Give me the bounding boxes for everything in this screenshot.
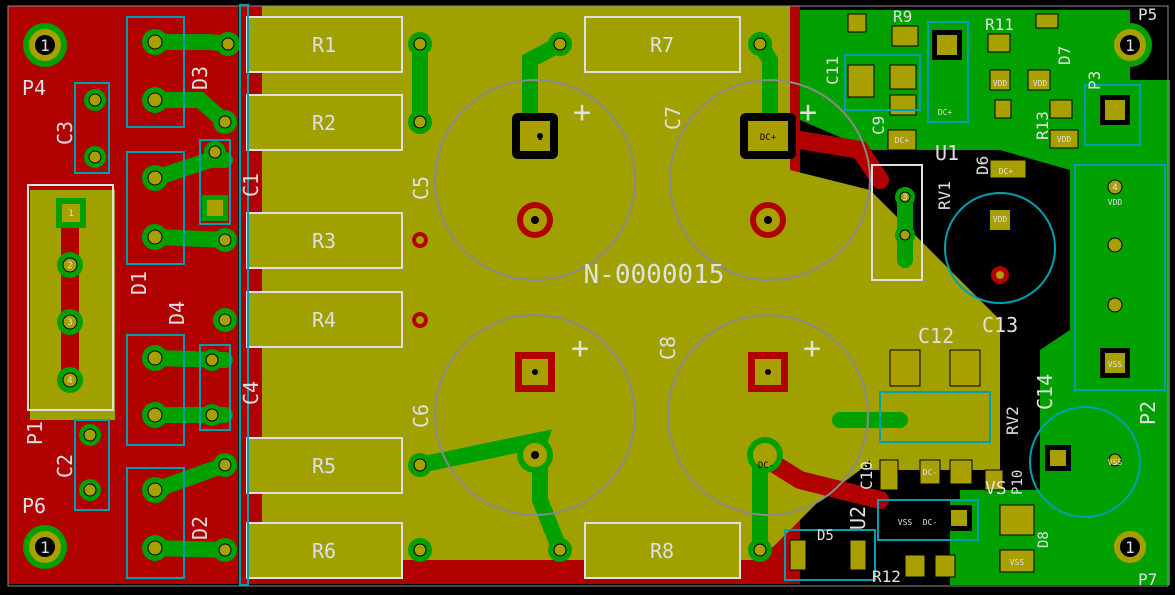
pad-C5-1: 1: [537, 133, 542, 143]
label-C13: C13: [982, 313, 1018, 337]
label-D2: D2: [188, 516, 212, 540]
label-P7: P7: [1138, 570, 1157, 589]
label-C5: C5: [409, 176, 433, 200]
label-P6: P6: [22, 494, 46, 518]
pad-net-vdd: VDD: [1057, 135, 1072, 144]
label-R12: R12: [872, 567, 901, 586]
pad-num: 2: [67, 261, 72, 271]
hole-P5-num: 1: [1125, 36, 1135, 55]
pad-net-vdd: VDD: [993, 215, 1008, 224]
pad-num: 3: [67, 318, 72, 328]
front-copper-zone-right: [800, 10, 1170, 585]
mounting-holes: [23, 23, 1152, 569]
label-D8: D8: [1036, 531, 1052, 548]
label-C8: C8: [656, 336, 680, 360]
label-C11: C11: [823, 56, 842, 85]
label-C3: C3: [53, 121, 77, 145]
label-P5: P5: [1138, 5, 1157, 24]
label-R5: R5: [312, 454, 336, 478]
pad-net-dcp: DC+: [999, 167, 1014, 176]
smd-pads: [789, 13, 1079, 578]
label-R6: R6: [312, 539, 336, 563]
pad-net-vdd: VDD: [993, 79, 1008, 88]
label-P4: P4: [22, 76, 46, 100]
label-D5: D5: [817, 528, 834, 544]
hole-P6-num: 1: [40, 538, 50, 557]
label-D1: D1: [127, 271, 151, 295]
reference-labels: R1 R2 R3 R4 R5 R6 R7 R8 P4 P6 P5 P7 C12 …: [22, 5, 1157, 589]
label-R11: R11: [985, 15, 1014, 34]
label-R2: R2: [312, 111, 336, 135]
hole-P7-num: 1: [1125, 538, 1135, 557]
capacitor-C8: DC- +: [667, 314, 869, 516]
pad-net-dcm: DC-: [923, 468, 937, 477]
pad-num: 1: [68, 209, 73, 219]
pad-net-dcp: DC+: [938, 108, 953, 117]
label-P2: P2: [1136, 401, 1160, 425]
pad-num: 3: [902, 193, 907, 203]
capacitor-C6-plus: +: [571, 331, 589, 366]
label-C12: C12: [918, 324, 954, 348]
label-C14: C14: [1033, 374, 1057, 410]
pad-num: 4: [1112, 183, 1117, 193]
pad-numbers: 2 3 4 1 4 3: [67, 183, 1117, 386]
pad-C8-dcm: DC-: [758, 461, 774, 471]
label-R9: R9: [893, 7, 912, 26]
label-D3: D3: [188, 66, 212, 90]
label-C1: C1: [239, 173, 263, 197]
pad-net-vdd: VDD: [1108, 198, 1123, 207]
label-C2: C2: [53, 454, 77, 478]
hole-P4-num: 1: [40, 36, 50, 55]
label-R7: R7: [650, 33, 674, 57]
label-P10: P10: [1010, 470, 1026, 495]
label-R13: R13: [1033, 111, 1052, 140]
fill-zone-main: [262, 6, 1000, 560]
pad-C7-dcp: DC+: [760, 133, 777, 143]
pad-net-dcp: DC+: [895, 136, 910, 145]
label-R1: R1: [312, 33, 336, 57]
pad-net-vss: VSS: [1108, 458, 1123, 467]
pad-num: 4: [67, 376, 72, 386]
label-R3: R3: [312, 229, 336, 253]
label-RV1: RV1: [935, 181, 954, 210]
pad-net-dcm: DC-: [923, 518, 937, 527]
label-C4: C4: [239, 381, 263, 405]
label-P1: P1: [23, 421, 47, 445]
hole-numbers: 1 1 1 1: [40, 36, 1135, 557]
capacitor-C5: 1 +: [434, 79, 636, 281]
label-RV2: RV2: [1003, 406, 1022, 435]
label-R8: R8: [650, 539, 674, 563]
label-P3: P3: [1085, 71, 1104, 90]
smd-net-labels: VDD VDD VDD VDD VDD VSS VSS VSS VSS DC+ …: [895, 79, 1123, 567]
fill-zone-lower-right: [870, 420, 1000, 470]
label-R4: R4: [312, 308, 336, 332]
label-VS: VS: [985, 478, 1007, 499]
label-D6: D6: [973, 156, 992, 175]
label-C7: C7: [661, 106, 685, 130]
pads-square: [56, 30, 1130, 531]
capacitor-C7-plus: +: [799, 95, 817, 130]
silkscreen-outlines: [27, 164, 923, 411]
pad-net-vss: VSS: [898, 518, 913, 527]
capacitor-C8-plus: +: [803, 331, 821, 366]
pad-net-vss: VSS: [1010, 558, 1025, 567]
capacitor-C7: DC+ +: [669, 79, 871, 281]
label-D4: D4: [165, 301, 189, 325]
label-C6: C6: [409, 404, 433, 428]
label-U1: U1: [935, 141, 959, 165]
board-edge: [7, 5, 1169, 587]
capacitor-C5-plus: +: [573, 95, 591, 130]
pad-net-vdd: VDD: [1033, 79, 1048, 88]
pad-net-vss: VSS: [1108, 360, 1123, 369]
label-C10: C10: [857, 461, 876, 490]
reference-labels-rotated: C3 D3 C1 D1 D4 C4 P1 C2 D2 C5 C6 C7 C8 C…: [23, 46, 1160, 548]
label-D7: D7: [1055, 46, 1074, 65]
net-name-label: N-0000015: [584, 260, 725, 290]
capacitor-C6: +: [434, 314, 636, 516]
pads-round: [57, 29, 1127, 562]
label-U2: U2: [846, 506, 870, 530]
label-C9: C9: [869, 116, 888, 135]
